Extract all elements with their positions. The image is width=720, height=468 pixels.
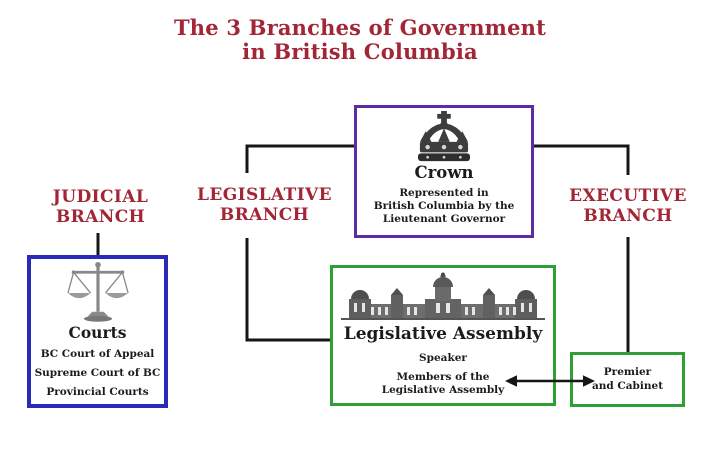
assembly-members-line1: Members of the	[396, 370, 490, 383]
crown-subtitle-line3: Lieutenant Governor	[382, 213, 506, 226]
legislative-branch-label-line1: LEGISLATIVE	[196, 185, 333, 205]
court-item-supreme: Supreme Court of BC	[34, 367, 161, 380]
crown-box: Crown Represented in British Columbia by…	[354, 105, 534, 238]
parliament-building-icon	[341, 272, 545, 322]
double-arrow-right-head	[583, 375, 595, 387]
crown-subtitle-line1: Represented in	[399, 186, 489, 199]
legislative-branch-label: LEGISLATIVE BRANCH	[182, 185, 347, 225]
executive-branch-label-line2: BRANCH	[583, 206, 673, 227]
diagram-title: The 3 Branches of Government in British …	[0, 15, 720, 65]
crown-to-executive-connector	[533, 144, 630, 175]
double-arrow-left-head	[505, 375, 517, 387]
legislative-branch-label-line2: BRANCH	[219, 205, 310, 226]
assembly-members-label: Members of the Legislative Assembly	[382, 371, 505, 397]
diagram-title-line2: in British Columbia	[242, 39, 478, 65]
legislative-assembly-box: Legislative Assembly Speaker Members of …	[330, 265, 556, 406]
judicial-branch-label-line1: JUDICIAL	[52, 187, 149, 207]
courts-box-title: Courts	[68, 323, 127, 342]
judicial-branch-label: JUDICIAL BRANCH	[23, 187, 178, 227]
royal-crown-icon	[416, 111, 472, 163]
legislative-to-assembly-connector	[245, 238, 333, 342]
premier-box-line2: and Cabinet	[591, 379, 664, 392]
assembly-speaker-label: Speaker	[419, 351, 467, 364]
judicial-branch-label-line2: BRANCH	[55, 207, 146, 228]
assembly-members-line2: Legislative Assembly	[381, 383, 505, 396]
executive-branch-label: EXECUTIVE BRANCH	[550, 186, 706, 226]
court-item-provincial: Provincial Courts	[46, 386, 149, 399]
court-item-appeal: BC Court of Appeal	[40, 347, 155, 360]
diagram-title-line1: The 3 Branches of Government	[173, 15, 547, 40]
executive-branch-label-line1: EXECUTIVE	[569, 186, 687, 206]
crown-subtitle-line2: British Columbia by the	[373, 200, 515, 213]
crown-box-title: Crown	[414, 163, 474, 182]
scales-of-justice-icon	[65, 261, 131, 323]
crown-to-legislative-connector	[245, 144, 354, 173]
crown-box-subtitle: Represented in British Columbia by the L…	[374, 187, 515, 227]
premier-box-line1: Premier	[603, 366, 652, 379]
courts-box: Courts BC Court of Appeal Supreme Court …	[27, 255, 168, 408]
assembly-box-title: Legislative Assembly	[343, 324, 543, 344]
